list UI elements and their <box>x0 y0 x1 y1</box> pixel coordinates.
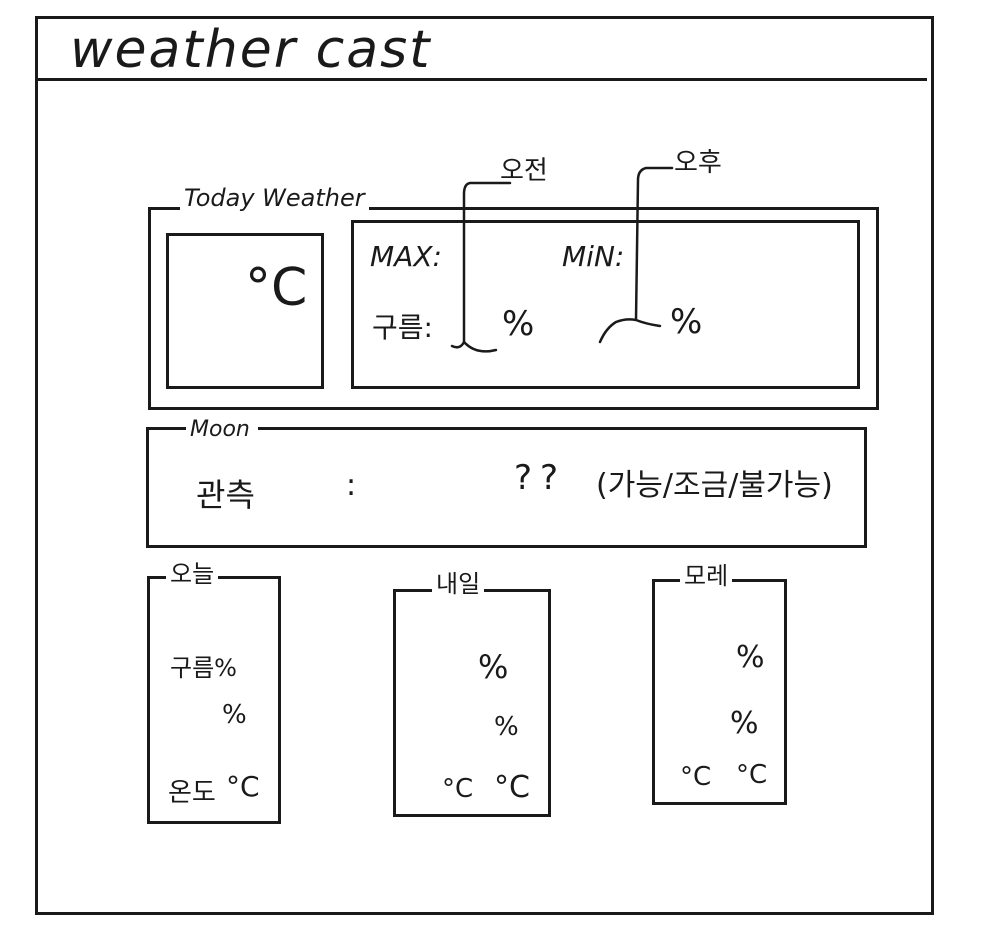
current-temp-box <box>166 233 324 389</box>
cloud-percent-am: % <box>502 304 535 344</box>
weather-details-box <box>351 220 860 389</box>
moon-value: ?? <box>514 458 567 498</box>
forecast-today-rain: % <box>222 700 247 730</box>
pm-bracket <box>598 166 674 344</box>
annotation-am: 오전 <box>500 156 548 186</box>
current-temp-unit: °C <box>245 258 308 318</box>
forecast-dayafter-temp-max: °C <box>736 760 768 790</box>
moon-legend: Moon <box>186 419 258 441</box>
cloud-label: 구름: <box>372 311 433 344</box>
today-weather-panel <box>148 207 879 410</box>
forecast-today-legend: 오늘 <box>166 562 219 586</box>
moon-options: (가능/조금/불가능) <box>596 468 833 503</box>
forecast-today-cloud: 구름% <box>170 654 237 682</box>
cloud-percent-pm: % <box>670 302 703 342</box>
today-weather-legend: Today Weather <box>180 186 369 210</box>
forecast-dayafter-cloud: % <box>736 640 765 675</box>
forecast-today-temp-label: 온도 <box>168 778 216 808</box>
forecast-today-temp-unit: °C <box>226 770 260 803</box>
annotation-brackets <box>450 166 674 353</box>
moon-separator: : <box>346 468 357 503</box>
forecast-tomorrow-legend: 내일 <box>432 572 485 596</box>
forecast-tomorrow-rain: % <box>494 712 519 742</box>
forecast-tomorrow-temp-min: °C <box>442 774 474 804</box>
app-frame <box>35 16 934 915</box>
annotation-pm: 오후 <box>674 148 722 178</box>
am-bracket <box>450 181 512 353</box>
moon-panel <box>146 427 867 548</box>
moon-observe-label: 관측 <box>196 476 255 514</box>
forecast-tomorrow-temp-max: °C <box>494 770 530 805</box>
app-title: weather cast <box>70 20 432 80</box>
forecast-tomorrow-cloud: % <box>478 648 509 686</box>
forecast-dayafter-rain: % <box>730 706 759 741</box>
forecast-dayafter-temp-min: °C <box>680 762 712 792</box>
forecast-dayafter-legend: 모레 <box>680 564 733 588</box>
min-temp-label: MiN: <box>562 240 625 273</box>
header-divider <box>35 78 927 81</box>
max-temp-label: MAX: <box>370 240 442 273</box>
